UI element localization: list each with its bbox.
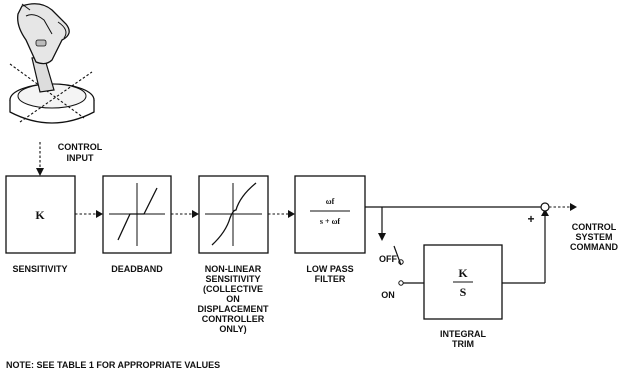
svg-text:CONTROL: CONTROL — [58, 142, 103, 152]
svg-text:SENSITIVITY: SENSITIVITY — [205, 274, 260, 284]
svg-text:TRIM: TRIM — [452, 339, 474, 349]
lowpass-label: LOW PASS FILTER — [306, 264, 353, 284]
output-label: CONTROL SYSTEM COMMAND — [570, 222, 618, 252]
svg-text:K: K — [458, 266, 468, 280]
deadband-label: DEADBAND — [111, 264, 163, 274]
sensitivity-label: SENSITIVITY — [12, 264, 67, 274]
svg-text:NON-LINEAR: NON-LINEAR — [205, 264, 262, 274]
integral-trim-label: INTEGRAL TRIM — [440, 329, 487, 349]
svg-text:INPUT: INPUT — [67, 153, 95, 163]
note-text: NOTE: SEE TABLE 1 FOR APPROPRIATE VALUES — [6, 360, 220, 370]
integral-trim-switch: OFF ON — [379, 245, 424, 300]
svg-text:ON: ON — [226, 294, 240, 304]
sensitivity-block: K — [5, 175, 76, 254]
lowpass-block: ωf s + ωf — [294, 175, 366, 254]
svg-text:+: + — [527, 212, 534, 226]
svg-text:(COLLECTIVE: (COLLECTIVE — [203, 284, 263, 294]
svg-text:s + ωf: s + ωf — [320, 217, 341, 226]
svg-text:COMMAND: COMMAND — [570, 242, 618, 252]
svg-text:ONLY): ONLY) — [219, 324, 246, 334]
control-input-label: CONTROL INPUT — [58, 142, 103, 163]
svg-text:LOW PASS: LOW PASS — [306, 264, 353, 274]
deadband-block — [102, 175, 172, 254]
svg-text:CONTROL: CONTROL — [572, 222, 617, 232]
svg-text:CONTROLLER: CONTROLLER — [202, 314, 265, 324]
svg-text:DISPLACEMENT: DISPLACEMENT — [197, 304, 269, 314]
svg-text:INTEGRAL: INTEGRAL — [440, 329, 487, 339]
svg-text:OFF: OFF — [379, 254, 397, 264]
svg-text:ON: ON — [381, 290, 395, 300]
joystick-icon — [9, 3, 95, 124]
svg-text:SYSTEM: SYSTEM — [575, 232, 612, 242]
svg-text:ωf: ωf — [326, 197, 335, 206]
integral-trim-block: K S — [423, 244, 503, 320]
svg-text:FILTER: FILTER — [315, 274, 346, 284]
svg-text:S: S — [460, 285, 467, 299]
nonlinear-label: NON-LINEAR SENSITIVITY (COLLECTIVE ON DI… — [197, 264, 269, 334]
nonlinear-block — [198, 175, 269, 254]
svg-text:K: K — [35, 208, 45, 222]
